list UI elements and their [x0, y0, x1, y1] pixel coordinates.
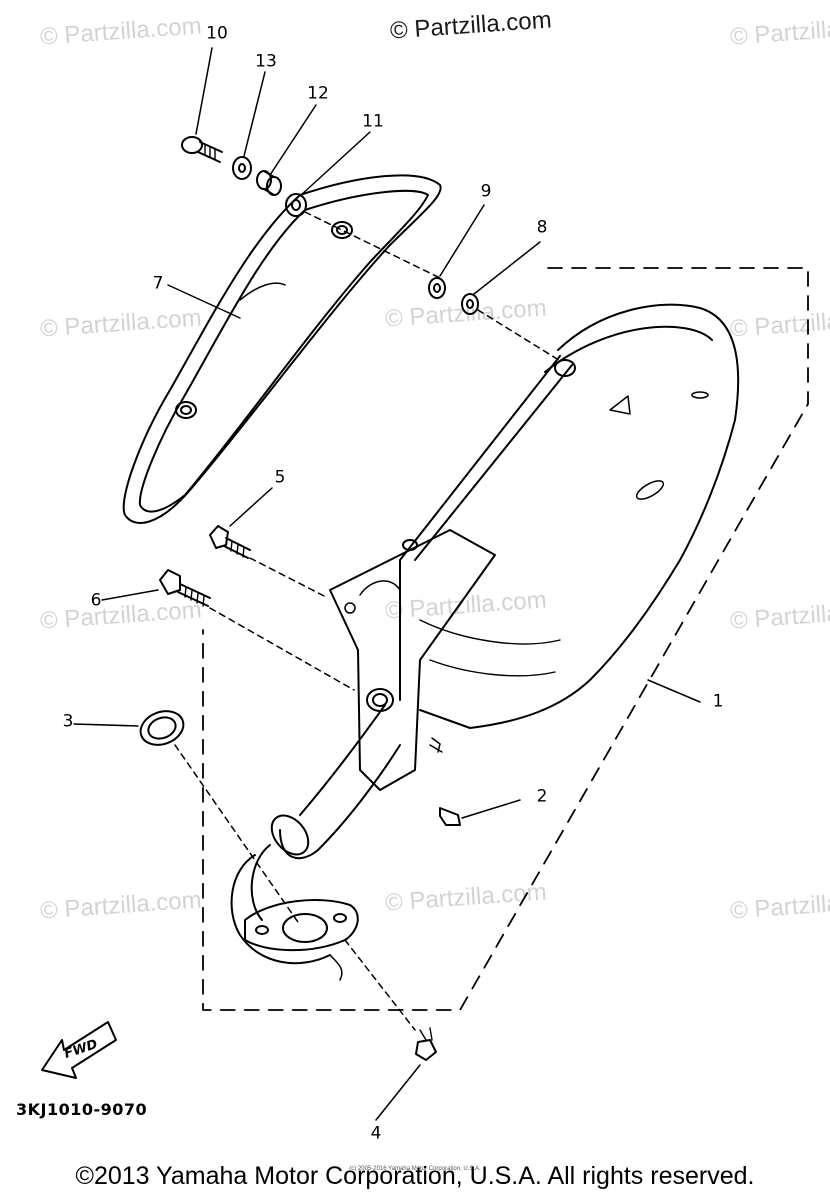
alignment-dashes: [174, 211, 563, 1031]
callout-8: 8: [536, 217, 548, 238]
callout-5: 5: [274, 467, 286, 488]
bolt-2: [429, 737, 461, 826]
callout-13: 13: [255, 51, 277, 72]
washer-13: [232, 156, 252, 180]
copyright-notice: ©2013 Yamaha Motor Corporation, U.S.A. A…: [75, 1162, 755, 1190]
fine-print-copyright: (c) 2005-2016 Yamaha Motor Corporation, …: [349, 1166, 481, 1172]
callout-6: 6: [90, 590, 102, 611]
callout-11: 11: [362, 111, 384, 132]
heat-protector: [122, 174, 442, 524]
callout-3: 3: [62, 711, 74, 732]
exhaust-pipe-silencer: [230, 303, 740, 981]
grommet-11: [285, 193, 307, 217]
bolt-4: [415, 1027, 437, 1061]
callout-7: 7: [152, 273, 164, 294]
leader-lines: [73, 47, 701, 1121]
bolt-5: [209, 525, 251, 559]
callout-1: 1: [712, 691, 724, 712]
washer-8: [461, 293, 479, 315]
callout-10: 10: [206, 23, 228, 44]
gasket-3: [139, 710, 185, 746]
washer-9: [428, 277, 446, 299]
callout-2: 2: [536, 786, 548, 807]
bolt-10: [181, 136, 223, 163]
callout-12: 12: [307, 83, 329, 104]
collar-12: [256, 170, 282, 196]
assembly-boundary: [202, 267, 809, 1011]
callout-9: 9: [480, 181, 492, 202]
diagram-code: 3KJ1010-9070: [16, 1100, 148, 1119]
bolt-6: [159, 569, 211, 607]
callout-4: 4: [370, 1123, 382, 1144]
fwd-arrow-icon: [41, 1021, 117, 1079]
